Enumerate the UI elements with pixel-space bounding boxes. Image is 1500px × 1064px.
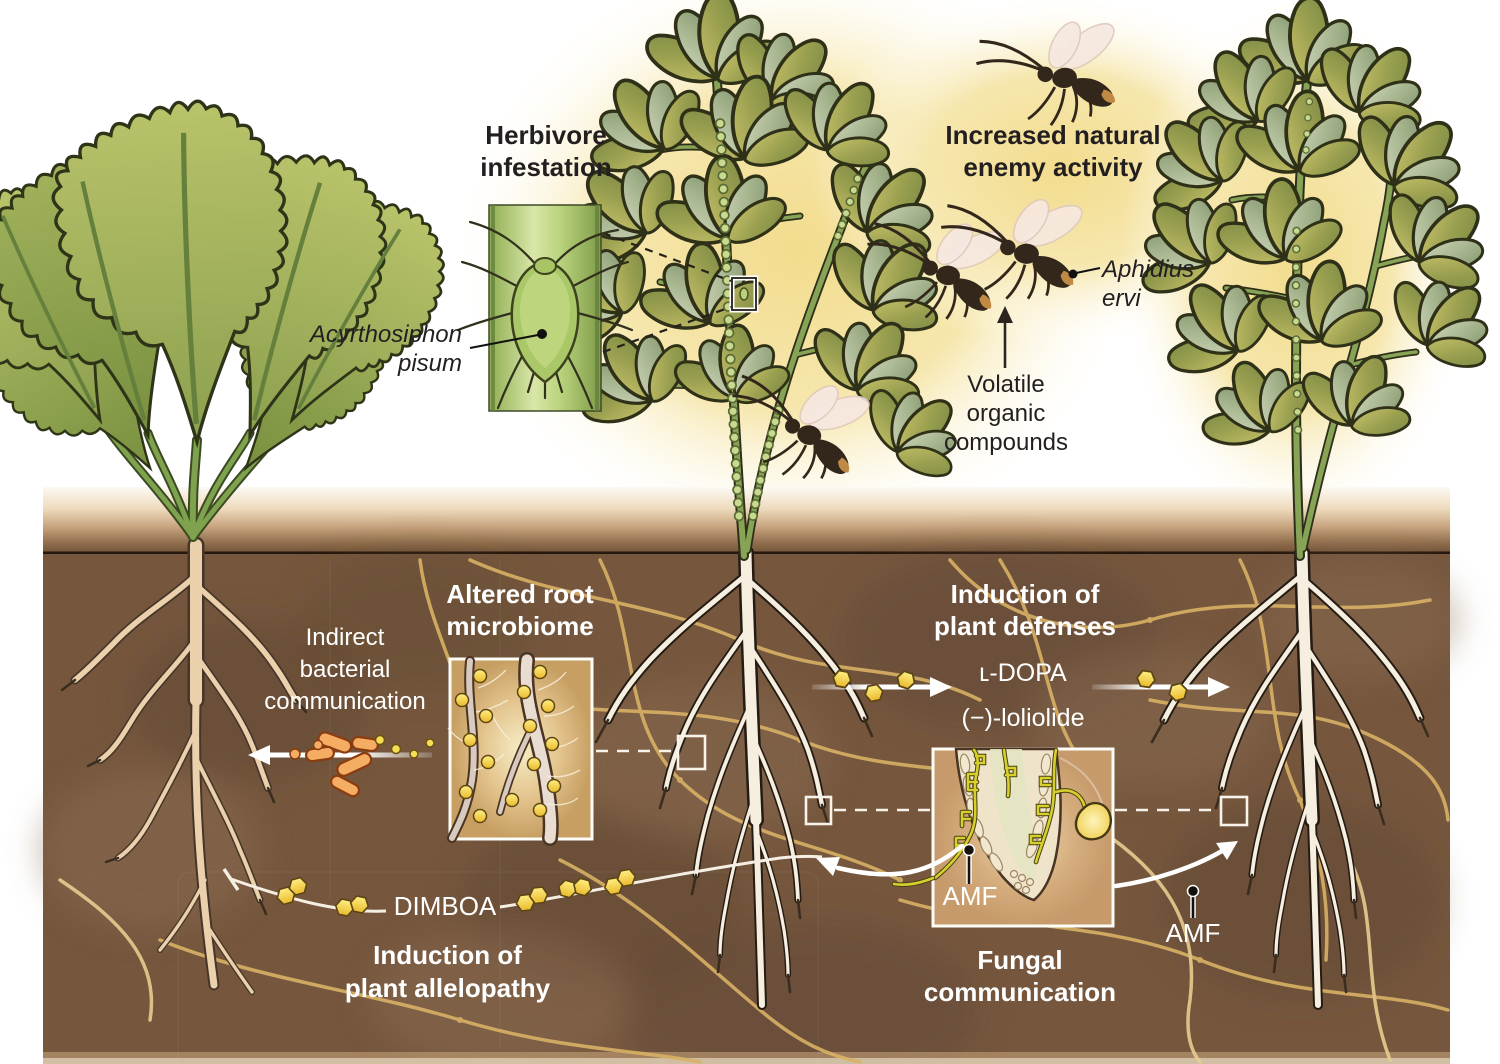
- underground-dashed-connectors: [596, 734, 1249, 827]
- zoom-rect-middle-root: [676, 734, 707, 771]
- amf-pin-inset-icon: [962, 843, 976, 884]
- voc-up-arrow-icon: [997, 306, 1013, 368]
- amf-vesicle-icon: [1074, 801, 1112, 841]
- species-pointer-line: [469, 334, 539, 349]
- middle-root-illustration: [594, 545, 874, 1010]
- amf-pin-right-icon: [1186, 884, 1200, 918]
- wasp-pointer: [1068, 267, 1101, 279]
- right-plant-illustration: [1107, 0, 1500, 561]
- dimboa-arrow: [222, 854, 823, 913]
- zoom-rect-fungal-left: [804, 795, 833, 826]
- middle-plant-illustration: [519, 0, 986, 561]
- defense-arrow-left: [812, 668, 952, 704]
- bacteria-cluster-icon: [289, 731, 435, 798]
- aphid-inset: [456, 204, 732, 412]
- root-microbiome-inset: [447, 652, 594, 846]
- fungal-flow-arrows: [816, 841, 1238, 889]
- zoom-rect-stem: [729, 275, 759, 313]
- aphid-colony-sparse-icon: [1291, 92, 1314, 435]
- left-root-illustration: [60, 536, 308, 995]
- fungal-inset: [931, 747, 1115, 928]
- aphid-icon: [456, 220, 634, 410]
- zoom-rect-right-root: [1219, 795, 1249, 827]
- aphid-colony-icon: [714, 114, 866, 522]
- inset-dashed-connectors: [602, 231, 732, 354]
- defense-arrow-right: [1092, 669, 1230, 703]
- left-plant-illustration: [0, 96, 474, 542]
